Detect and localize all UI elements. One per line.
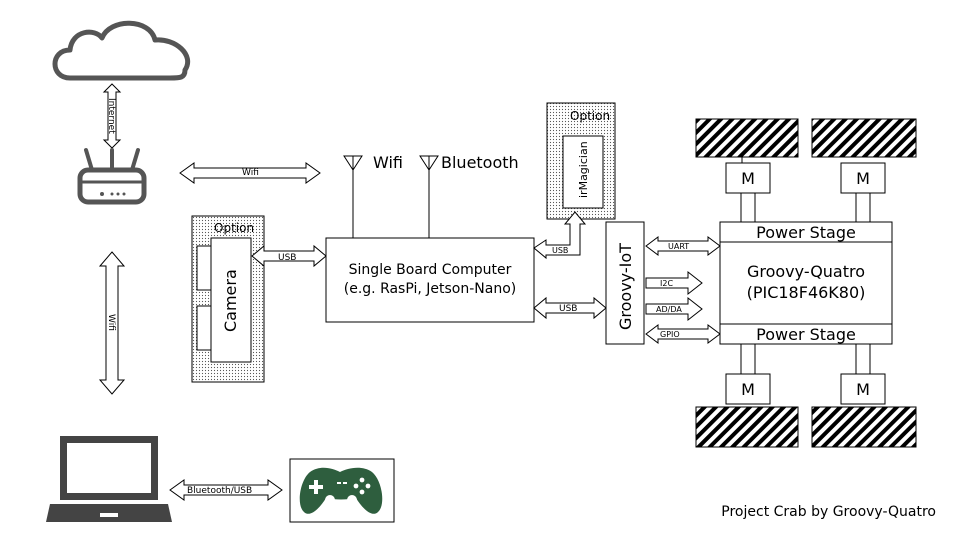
wheel-top-left <box>695 118 799 158</box>
router-icon <box>77 148 147 205</box>
motor-top-left-label: M <box>741 169 755 188</box>
bluetooth-antenna-label: Bluetooth <box>441 153 519 172</box>
groovy-quatro-label-1: Groovy-Quatro <box>747 262 865 281</box>
wheel-top-right <box>811 118 917 158</box>
motor-top-right-label: M <box>856 169 870 188</box>
usb-camera-label: USB <box>278 253 296 263</box>
motor-top-left <box>725 162 771 194</box>
motor-top-right <box>840 162 886 194</box>
groovy-quatro-label-2: (PIC18F46K80) <box>747 283 866 302</box>
cloud-icon <box>52 20 191 81</box>
gpio-arrow <box>645 324 721 344</box>
sbc-box <box>325 237 535 323</box>
usb-irmagician-label: USB <box>552 246 568 255</box>
camera-lens-top <box>196 245 212 291</box>
wheel-bottom-right <box>811 406 917 448</box>
wifi-arrow-router-sbc <box>179 162 321 184</box>
wifi-antenna-label: Wifi <box>373 153 403 172</box>
motor-bottom-right <box>840 373 886 405</box>
camera-label: Camera <box>221 269 240 332</box>
sbc-label-1: Single Board Computer <box>349 262 512 278</box>
camera-lens-bottom <box>196 305 212 351</box>
bluetooth-usb-arrow <box>169 479 283 501</box>
bluetooth-usb-label: Bluetooth/USB <box>187 486 252 496</box>
irmagician-label: irMagician <box>577 141 590 198</box>
power-stage-bottom-label: Power Stage <box>756 325 856 344</box>
i2c-arrow <box>645 270 703 296</box>
internet-label: Internet <box>106 98 116 134</box>
antenna-icon <box>343 155 439 238</box>
camera-option-label: Option <box>214 221 254 235</box>
irmagician-option-label: Option <box>570 109 610 123</box>
wheel-bottom-left <box>695 406 799 448</box>
sbc-label-2: (e.g. RasPi, Jetson-Nano) <box>344 281 517 297</box>
adda-label: AD/DA <box>656 305 682 314</box>
gpio-label: GPIO <box>660 330 680 339</box>
usb-iot-label: USB <box>559 304 577 314</box>
footer-credit: Project Crab by Groovy-Quatro <box>721 504 936 520</box>
irmagician-box <box>562 135 604 209</box>
power-stage-top-label: Power Stage <box>756 223 856 242</box>
motor-bottom-left <box>725 373 771 405</box>
camera-box <box>210 237 252 363</box>
wifi-label-left: Wifi <box>106 314 116 331</box>
adda-arrow <box>645 296 703 322</box>
laptop-icon <box>46 436 172 522</box>
i2c-label: I2C <box>660 279 673 288</box>
uart-label: UART <box>668 242 689 251</box>
usb-arrow-irmagician <box>533 211 587 260</box>
wifi-label-top: Wifi <box>242 168 259 178</box>
motor-bottom-left-label: M <box>741 380 755 399</box>
wifi-arrow-router-laptop <box>98 251 126 395</box>
groovy-iot-label: Groovy-IoT <box>616 243 635 330</box>
motor-bottom-right-label: M <box>856 380 870 399</box>
groovy-iot-box <box>605 221 645 345</box>
gamepad-icon <box>289 458 395 523</box>
